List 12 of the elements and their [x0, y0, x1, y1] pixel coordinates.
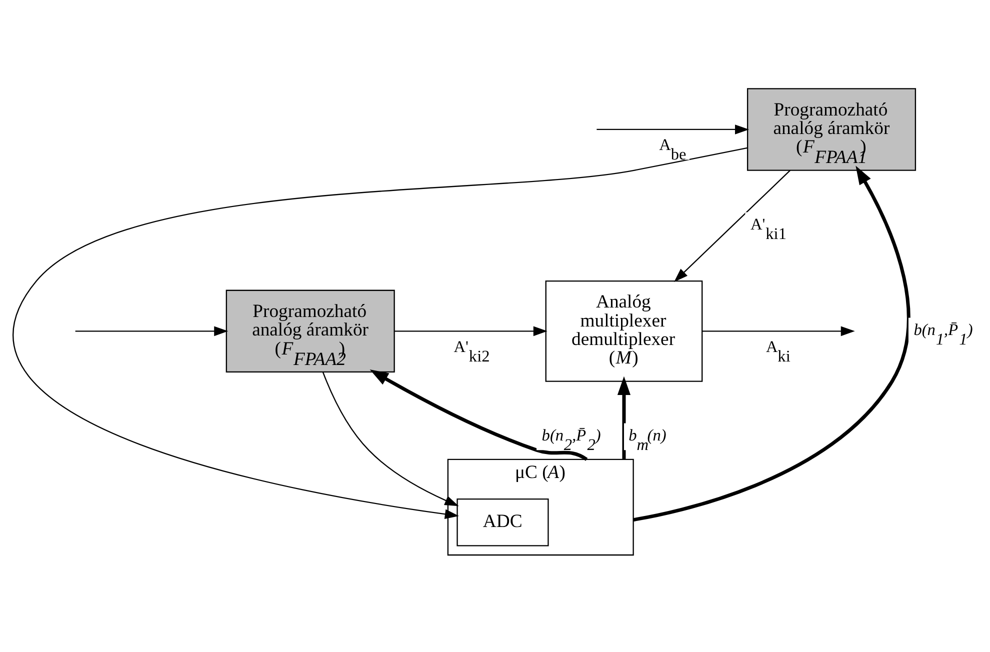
arrow — [14, 146, 748, 518]
arrow — [674, 169, 791, 282]
arrow — [75, 326, 228, 336]
arrow — [322, 371, 459, 506]
arrow — [617, 376, 631, 459]
node-box: ADC — [456, 498, 549, 546]
arrow — [702, 326, 855, 336]
arrow — [394, 326, 548, 336]
node-box: Analóg multiplexer demultiplexer (M) — [545, 280, 703, 382]
arrow — [633, 165, 910, 522]
arrow — [596, 124, 750, 134]
arrow — [370, 369, 588, 460]
